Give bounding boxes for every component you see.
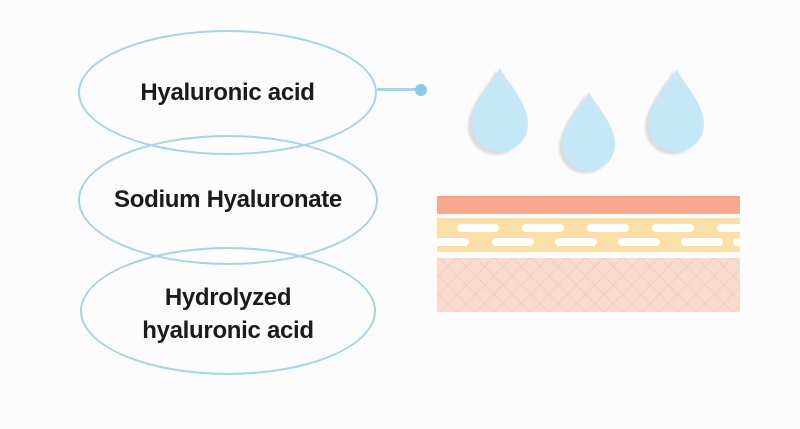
skin-dash xyxy=(681,238,723,246)
water-droplet-icon xyxy=(646,63,707,157)
water-droplet-icon xyxy=(468,66,532,153)
skin-dash xyxy=(587,224,629,232)
term-ellipse-hydrolyzed-hyaluronic-acid: Hydrolyzed hyaluronic acid xyxy=(80,247,376,375)
connector-line xyxy=(377,88,417,91)
skin-dash xyxy=(457,224,499,232)
skin-dash xyxy=(733,238,740,246)
skin-layer-epidermis xyxy=(437,196,740,214)
skin-dash xyxy=(717,224,740,232)
term-label: Sodium Hyaluronate xyxy=(114,186,342,214)
term-label: Hyaluronic acid xyxy=(140,78,315,106)
term-ellipse-sodium-hyaluronate: Sodium Hyaluronate xyxy=(78,135,378,265)
skin-dash xyxy=(522,224,564,232)
skin-dash xyxy=(618,238,660,246)
skin-dash xyxy=(652,224,694,232)
skin-layer-subcutis xyxy=(437,258,740,312)
term-label: Hydrolyzed hyaluronic acid xyxy=(142,283,314,344)
connector-dot-icon xyxy=(415,84,427,96)
skin-dash xyxy=(492,238,534,246)
skin-layer-dermis xyxy=(437,218,740,252)
skin-layers-illustration xyxy=(437,196,740,312)
water-droplet-icon xyxy=(560,87,618,175)
skin-dash xyxy=(555,238,597,246)
skin-dash xyxy=(437,238,469,246)
